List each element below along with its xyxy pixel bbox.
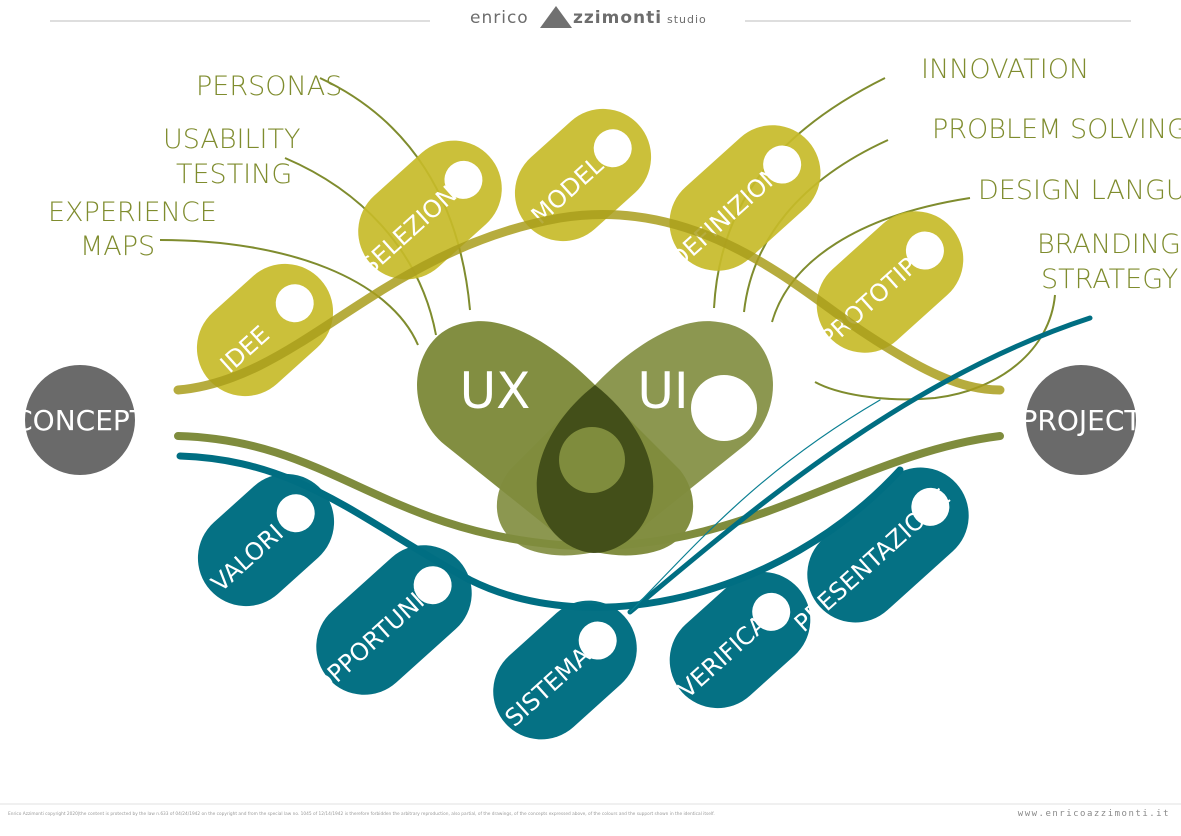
connector-experience [159, 239, 419, 346]
ux-text: UX [460, 362, 531, 420]
footer-copyright: Enrico Azzimonti copyright 2020|the cont… [8, 811, 715, 817]
ui-hole-circle [691, 375, 757, 441]
label-problem-solving: PROBLEM SOLVING [932, 114, 1181, 145]
label-innovation: INNOVATION [921, 54, 1089, 85]
curve-upper-olive [173, 209, 1005, 395]
annotation-labels: PERSONAS USABILITY TESTING EXPERIENCE MA… [48, 54, 1181, 295]
brand-triangle-logo [540, 6, 572, 28]
project-label: PROJECT [1021, 404, 1143, 437]
overlap-inner-circle [559, 427, 625, 493]
curve-teal-thin [629, 399, 881, 613]
pill-idee: IDEE [196, 263, 334, 397]
label-experience-line2: MAPS [80, 231, 155, 262]
curve-teal-main [176, 452, 904, 611]
brand-name-right: studio [667, 13, 707, 26]
center-shapes: UX UI [417, 321, 773, 556]
pill-definizione: DEFINIZIONE [664, 125, 821, 274]
brand-name-mid: zzimonti [573, 8, 662, 28]
label-branding-line1: BRANDING [1037, 229, 1181, 260]
label-design-language: DESIGN LANGUAGE [978, 175, 1181, 206]
endpoint-circles: CONCEPT PROJECT [13, 365, 1142, 475]
curve-teal-rising [627, 315, 1093, 615]
label-usability-line1: USABILITY [163, 124, 301, 155]
pill-valori: VALORI [197, 473, 335, 607]
pill-model: MODEL [514, 108, 652, 242]
pill-selezione: SELEZIONE [355, 140, 502, 281]
project-circle [1026, 365, 1136, 475]
concept-circle [25, 365, 135, 475]
header: enrico zzimonti studio [50, 6, 1131, 28]
label-branding-line2: STRATEGY [1041, 264, 1178, 295]
connector-design-language [771, 197, 971, 323]
label-personas: PERSONAS [196, 71, 342, 102]
footer: Enrico Azzimonti copyright 2020|the cont… [0, 803, 1181, 819]
pill-verifica: VERIFICA [669, 571, 811, 709]
footer-website[interactable]: www.enricoazzimonti.it [1018, 809, 1170, 819]
label-usability-line2: TESTING [176, 159, 292, 190]
pill-sistema: SISTEMA [493, 600, 637, 740]
ui-text: UI [637, 362, 688, 420]
concept-label: CONCEPT [13, 404, 148, 437]
brand-name-left: enrico [470, 8, 529, 28]
label-experience-line1: EXPERIENCE [48, 197, 217, 228]
